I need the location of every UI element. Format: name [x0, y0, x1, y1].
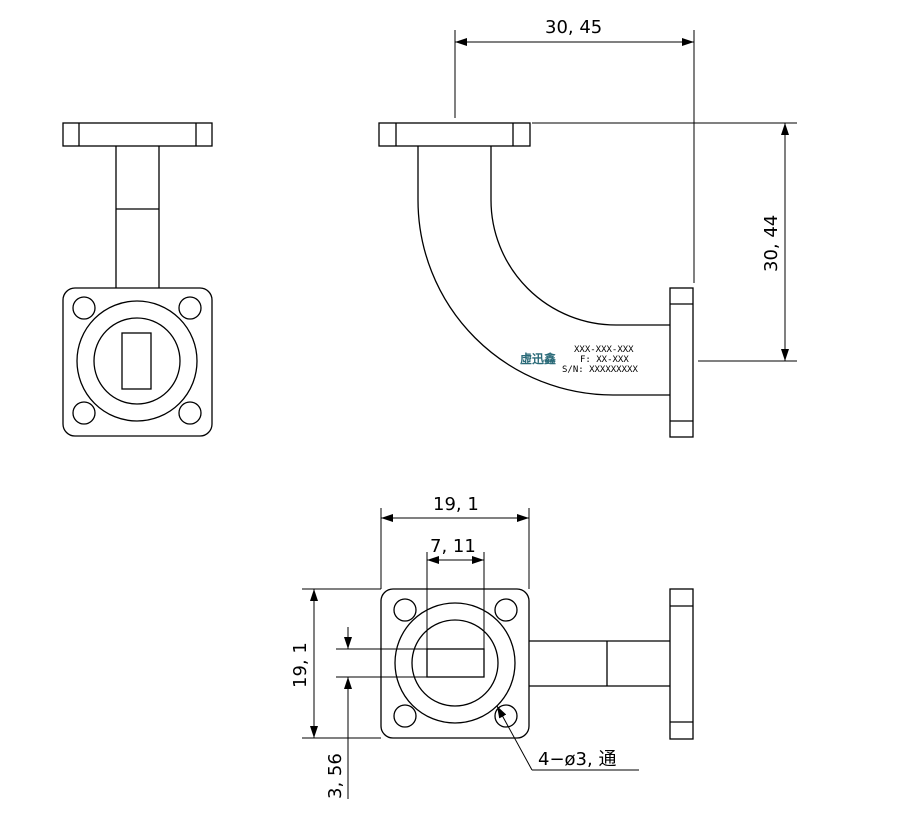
bottom-square-flange [380, 588, 530, 739]
bolt-hole [393, 704, 417, 728]
nameplate-serial: S/N: XXXXXXXXX [562, 365, 638, 375]
dimension-aperture-height-label: 3, 56 [325, 753, 346, 799]
bottom-view: 19, 1 7, 11 19, 1 3, 56 4−ø3 [290, 494, 694, 799]
dimension-bend-height: 30, 44 [532, 122, 797, 362]
bolt-hole [393, 598, 417, 622]
nameplate-frequency: F: XX-XXX [580, 355, 629, 365]
left-side-view [62, 122, 213, 437]
bolt-hole [494, 598, 518, 622]
dimension-bend-width: 30, 45 [454, 17, 695, 283]
bolt-hole [178, 296, 202, 320]
nameplate: 虛迅鑫 XXX-XXX-XXX F: XX-XXX S/N: XXXXXXXXX [520, 345, 638, 375]
bend-top-flange [378, 122, 531, 147]
bottom-stem [529, 640, 670, 687]
dimension-aperture-width: 7, 11 [426, 536, 485, 649]
bend-body [417, 146, 670, 396]
dimension-aperture-width-label: 7, 11 [430, 536, 476, 557]
dimension-bend-width-label: 30, 45 [545, 17, 602, 38]
hole-callout-label: 4−ø3, 通 [538, 749, 616, 770]
dimension-flange-width: 19, 1 [380, 494, 530, 589]
dimension-aperture-height: 3, 56 [325, 627, 427, 799]
bolt-hole [72, 296, 96, 320]
square-flange-left [62, 287, 213, 437]
bolt-hole [494, 704, 518, 728]
dimension-flange-width-label: 19, 1 [433, 494, 479, 515]
bolt-hole [72, 401, 96, 425]
dimension-bend-height-label: 30, 44 [761, 215, 782, 272]
dimension-flange-height-label: 19, 1 [290, 642, 311, 688]
top-flange-left [62, 122, 213, 147]
bend-side-flange [669, 287, 694, 438]
bottom-side-flange [669, 588, 694, 740]
dimension-flange-height: 19, 1 [290, 588, 381, 739]
bolt-hole [178, 401, 202, 425]
nameplate-logo: 虛迅鑫 [520, 351, 556, 366]
hole-callout: 4−ø3, 通 [496, 705, 639, 771]
nameplate-model: XXX-XXX-XXX [574, 345, 634, 355]
bend-view: 虛迅鑫 XXX-XXX-XXX F: XX-XXX S/N: XXXXXXXXX… [378, 17, 797, 438]
stem-left [115, 146, 160, 288]
